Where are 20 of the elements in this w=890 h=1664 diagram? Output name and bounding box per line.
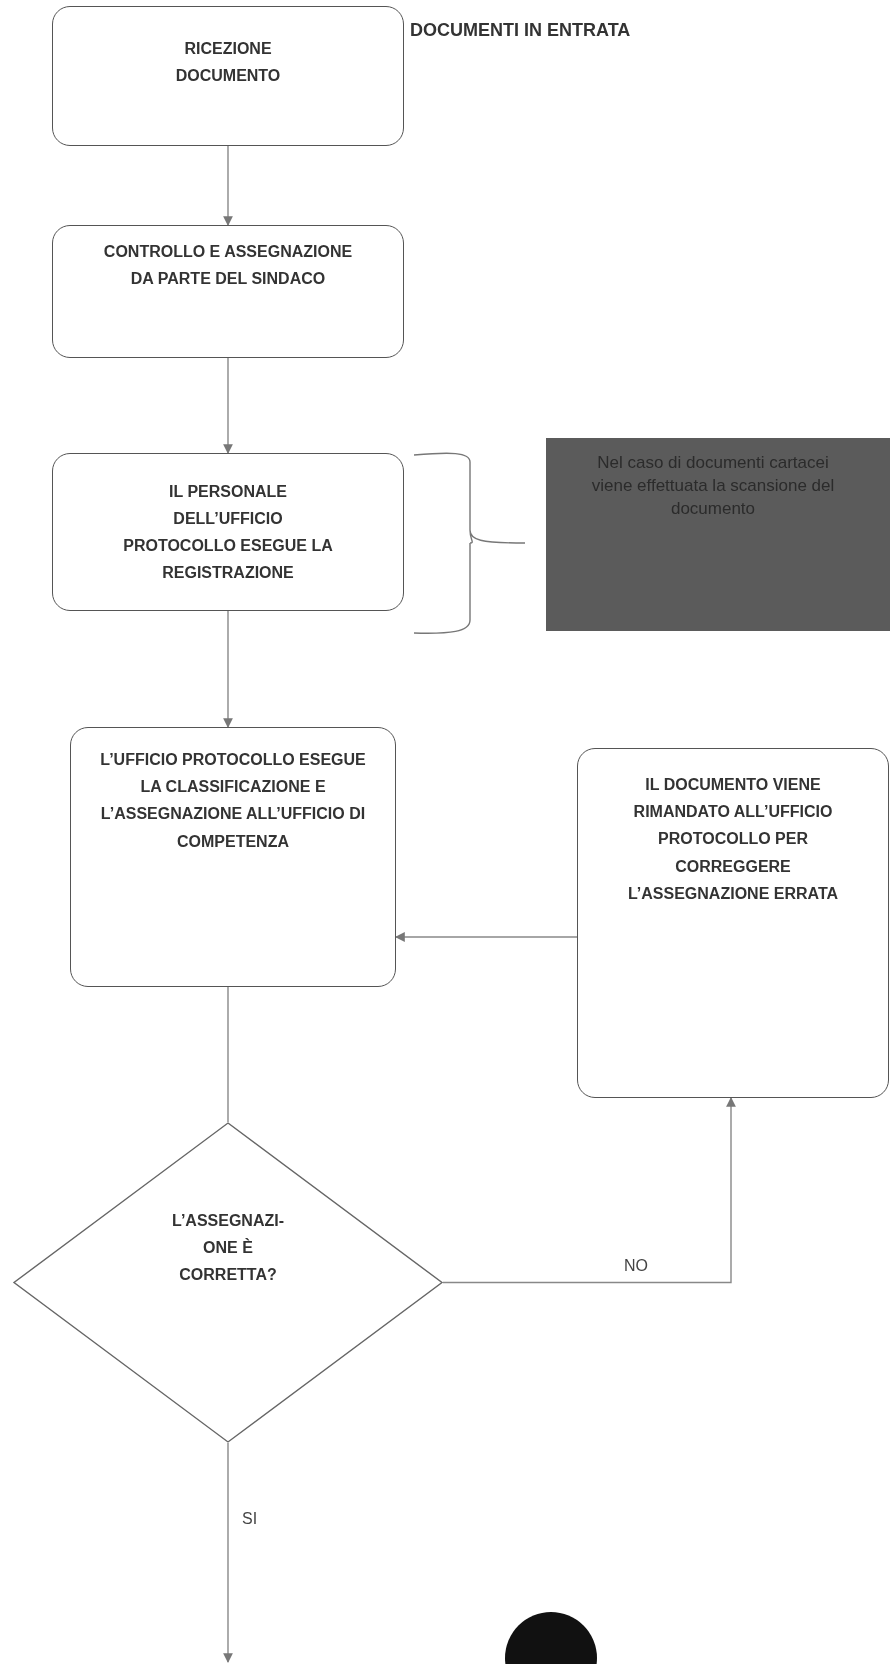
note-box xyxy=(546,438,890,631)
process-box xyxy=(577,748,889,1098)
arrow xyxy=(223,610,233,728)
arrow xyxy=(442,1097,736,1284)
process-box xyxy=(70,727,396,987)
diagram-title: DOCUMENTI IN ENTRATA xyxy=(410,20,631,41)
node-text: L’UFFICIO PROTOCOLLO ESEGUE LA CLASSIFICAZIONE E L’ASSEGNAZIONE ALL’UFFICIO DI COMPETENZA xyxy=(99,750,367,852)
arrow xyxy=(223,1442,233,1663)
node-text: RICEZIONE DOCUMENTO xyxy=(174,39,282,87)
node-text: CONTROLLO E ASSEGNAZIONE DA PARTE DEL SINDACO xyxy=(103,242,353,290)
arrow xyxy=(395,932,578,942)
process-box xyxy=(52,6,404,146)
process-box xyxy=(52,225,404,358)
node-text: L’ASSEGNAZI- ONE È CORRETTA? xyxy=(171,1210,285,1286)
arrow xyxy=(223,145,233,226)
node-text: IL DOCUMENTO VIENE RIMANDATO ALL’UFFICIO PROTOCOLLO PER CORREGGERE L’ASSEGNAZIONE ERRATA xyxy=(626,775,840,904)
arrow xyxy=(223,357,233,454)
decision-diamond xyxy=(13,1122,443,1443)
process-box xyxy=(52,453,404,611)
node-text: IL PERSONALE DELL’UFFICIO PROTOCOLLO ESEGUE LA REGISTRAZIONE xyxy=(123,481,333,584)
